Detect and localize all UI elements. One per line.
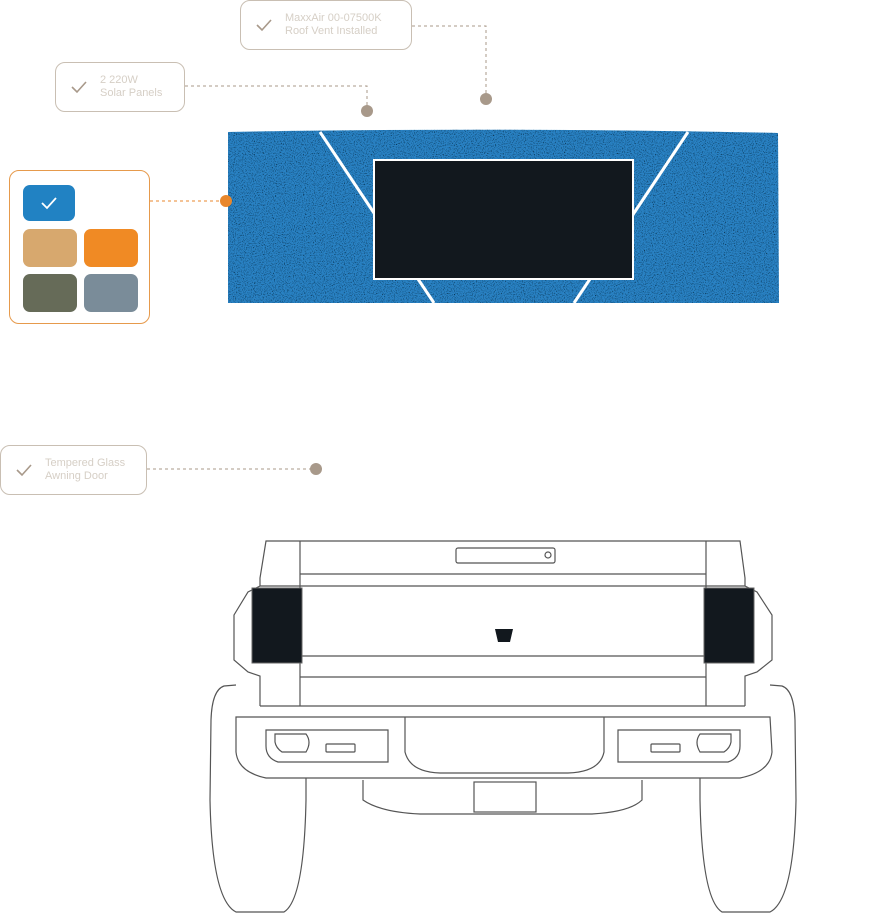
rear-bumper — [235, 716, 773, 779]
tail-light-right — [703, 587, 755, 664]
truck-rear-view — [209, 540, 797, 913]
hotspot-dot-solar[interactable] — [361, 105, 373, 117]
swatch-orange[interactable] — [84, 229, 138, 267]
roof-vent-line2: Roof Vent Installed — [285, 25, 378, 37]
bumper-light-housing-left — [265, 729, 389, 763]
solar-panels-line2: Solar Panels — [100, 87, 163, 99]
bumper-light-left — [274, 733, 310, 753]
hotspot-dot-door[interactable] — [310, 463, 322, 475]
brake-light — [455, 547, 556, 564]
check-icon — [41, 197, 57, 210]
body-side-left — [233, 585, 261, 706]
hitch-receiver — [473, 781, 537, 813]
body-side-right — [744, 585, 773, 706]
leader-line-solar — [185, 85, 368, 111]
hotspot-dot-vent[interactable] — [480, 93, 492, 105]
bumper-reflector-left — [325, 743, 356, 753]
awning-door-callout[interactable]: Tempered Glass Awning Door — [0, 445, 147, 495]
solar-panels-callout[interactable]: 2 220W Solar Panels — [55, 62, 185, 112]
fender-right — [699, 684, 797, 913]
lower-valance — [362, 780, 643, 815]
check-icon — [256, 19, 272, 32]
swatch-olive[interactable] — [23, 274, 77, 312]
swatch-tan[interactable] — [23, 229, 77, 267]
bumper-light-right — [696, 733, 732, 753]
check-icon — [71, 81, 87, 94]
hotspot-dot-color[interactable] — [220, 195, 232, 207]
solar-panels-line1: 2 220W — [100, 74, 138, 86]
bumper-light-housing-right — [617, 729, 741, 763]
awning-door-line1: Tempered Glass — [45, 457, 126, 469]
tail-light-left — [251, 587, 303, 664]
brake-light-dot — [544, 551, 552, 559]
roof-hatch — [373, 159, 634, 280]
leader-line-vent — [412, 25, 487, 99]
roof-top-view — [228, 129, 779, 304]
color-picker — [9, 170, 150, 324]
bumper-step — [404, 717, 605, 774]
swatch-gray-blue[interactable] — [84, 274, 138, 312]
swatch-blue[interactable] — [23, 185, 75, 221]
awning-door-line2: Awning Door — [45, 470, 108, 482]
check-icon — [16, 464, 32, 477]
roof-vent-callout[interactable]: MaxxAir 00-07500K Roof Vent Installed — [240, 0, 412, 50]
bumper-reflector-right — [650, 743, 681, 753]
tailgate-handle[interactable] — [495, 629, 513, 642]
fender-left — [209, 684, 307, 913]
roof-vent-line1: MaxxAir 00-07500K — [285, 12, 382, 24]
